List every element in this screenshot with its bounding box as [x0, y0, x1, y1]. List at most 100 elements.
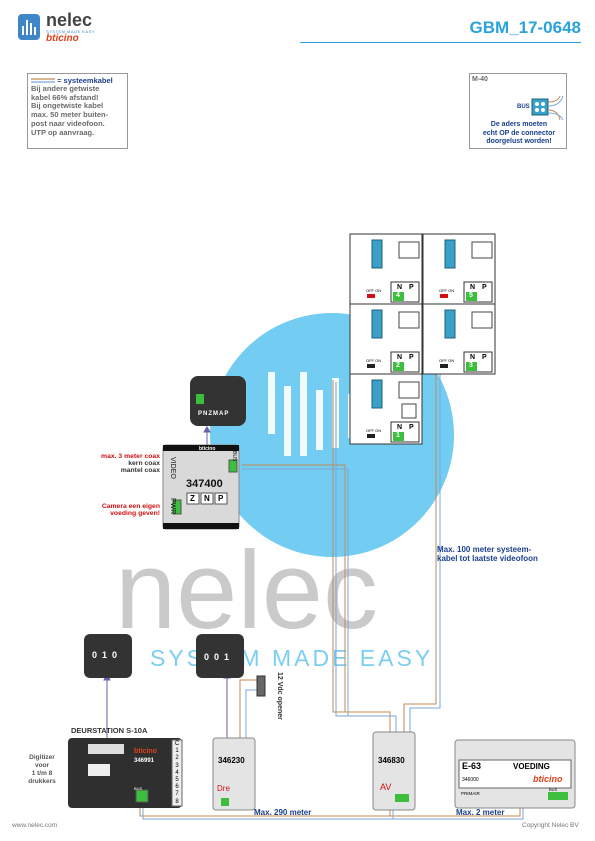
- system-cable-brown: [139, 380, 521, 817]
- footer-copyright: Copyright Nelec BV: [522, 822, 579, 829]
- video-zoom-terminals: PNZMAP: [198, 411, 230, 417]
- door-station-code: 346991: [134, 758, 155, 764]
- m40-note-line: echt OP de connector: [482, 129, 556, 137]
- videophone-number: 3: [469, 362, 473, 369]
- coax-note: max. 3 meter coax kern coax mantel coax: [84, 453, 160, 474]
- videophone-number-cell: [393, 292, 477, 441]
- m40-bus-label: BUS: [517, 104, 530, 110]
- video-zoom-panel: [190, 376, 246, 426]
- door-station-key-terminals: [171, 739, 183, 807]
- video-module-code: 347400: [186, 478, 223, 490]
- m40-connector-icon: [531, 96, 564, 120]
- zoom-green-terminal: [196, 394, 204, 404]
- terminal-n: N: [397, 284, 403, 291]
- m40-box: [469, 73, 567, 149]
- terminal-n: N: [470, 354, 476, 361]
- door-station-dip: [88, 764, 110, 776]
- document-code: GBM_17-0648: [469, 18, 581, 37]
- video-terminal-p: P: [218, 494, 224, 503]
- distance-note-line: Max. 100 meter systeem-: [437, 545, 532, 554]
- videophone-number: 2: [396, 362, 400, 369]
- video-module-rail: [163, 445, 239, 451]
- camera-note-line: Camera een eigen: [101, 503, 160, 510]
- door-station-brand: bticino: [134, 748, 157, 755]
- camera-note-line: voeding geven!: [110, 510, 160, 517]
- m40-note: De aders moeten echt OP de connector doo…: [472, 121, 566, 147]
- system-cable-blue: [142, 249, 524, 820]
- power-supply-label-plate: [458, 759, 572, 789]
- videophone-distance-note: Max. 100 meter systeem- kabel tot laatst…: [437, 545, 538, 563]
- off-on-label: OFF ON: [366, 358, 382, 363]
- terminal-p: P: [409, 424, 414, 431]
- interface-346230-bus: [221, 798, 229, 806]
- terminal-p: P: [409, 284, 414, 291]
- pwr-label: PWR: [169, 498, 176, 515]
- videophone-screen-icon: [398, 241, 493, 399]
- cable-legend-label: = systeemkabel: [57, 76, 113, 85]
- coax-shield-line: mantel coax: [120, 467, 160, 474]
- pwr-terminal-green: [172, 499, 182, 515]
- interface-zoom-panel: [196, 634, 244, 678]
- psu-brand: bticino: [533, 774, 563, 784]
- interface-346230-label: Dre: [217, 784, 230, 793]
- terminal-p: P: [482, 354, 487, 361]
- opener-label: 12 Vdc opener: [276, 672, 283, 720]
- psu-ref: 346000: [462, 777, 479, 783]
- terminal-n: N: [397, 424, 403, 431]
- cable-legend: = systeemkabel: [31, 76, 124, 85]
- interface-346830-bus: [395, 794, 409, 802]
- camera-power-note: Camera een eigen voeding geven!: [86, 503, 160, 517]
- power-supply-bus-terminal: [548, 792, 568, 800]
- door-station-bus-label: BUS: [134, 786, 143, 791]
- video-terminal-z: Z: [190, 494, 195, 503]
- note-line: kabel 66% afstand!: [31, 92, 99, 102]
- interface-346830-body: [372, 731, 416, 811]
- videophone-number: 1: [396, 432, 400, 439]
- door-zoom-digits: 010: [92, 650, 123, 660]
- note-line: Bij ongetwiste kabel: [31, 101, 104, 111]
- video-module-brand: bticino: [199, 446, 216, 452]
- interface-346830-code: 346830: [378, 756, 405, 765]
- logo-name: nelec: [46, 10, 93, 30]
- off-on-label: OFF ON: [439, 288, 455, 293]
- note-line: Bij andere getwiste: [31, 84, 100, 93]
- terminal-p: P: [409, 354, 414, 361]
- psu-title: VOEDING: [513, 762, 550, 771]
- door-opener-icon: [256, 675, 266, 697]
- cable-note-box: = systeemkabel Bij andere getwiste kabel…: [27, 73, 128, 149]
- logo-brand: bticino: [46, 33, 79, 44]
- psu-primary-label: PRIMAIR: [461, 791, 480, 796]
- video-module-rail: [163, 523, 239, 529]
- off-on-label: OFF ON: [439, 358, 455, 363]
- videophone-number: 5: [469, 292, 473, 299]
- terminal-p: P: [482, 284, 487, 291]
- m40-note-line: doorgelust worden!: [486, 138, 552, 145]
- terminal-n: N: [470, 284, 476, 291]
- m40-note-line: De aders moeten: [490, 121, 548, 128]
- logo-tagline: SYSTEM MADE EASY: [46, 29, 95, 34]
- door-station-title: DEURSTATION S-10A: [71, 726, 148, 735]
- interface-346230-body: [212, 737, 256, 811]
- interface-346830-label: AV: [380, 782, 392, 792]
- footer-website[interactable]: www.nelec.com: [12, 822, 58, 829]
- terminal-n: N: [397, 354, 403, 361]
- video-label: VIDEO: [169, 457, 176, 479]
- door-station-connector: [88, 744, 124, 754]
- distance-max-2: Max. 2 meter: [456, 808, 505, 817]
- distance-note-line: kabel tot laatste videofoon: [437, 554, 538, 563]
- door-station-bus-terminal: [135, 789, 149, 803]
- off-on-label: OFF ON: [366, 428, 382, 433]
- videophone-number: 4: [396, 292, 400, 299]
- m40-label: M-40: [472, 76, 488, 83]
- video-module-terminal-row: [186, 492, 228, 505]
- video-terminal-n: N: [204, 494, 210, 503]
- psu-code: E-63: [462, 761, 482, 771]
- header-rule: [300, 42, 581, 43]
- videophone-bus-connector: [371, 239, 456, 409]
- watermark-word: nelec: [115, 529, 378, 652]
- note-line: max. 50 meter buiten-: [31, 110, 109, 120]
- video-bus-label: BUS: [231, 451, 237, 462]
